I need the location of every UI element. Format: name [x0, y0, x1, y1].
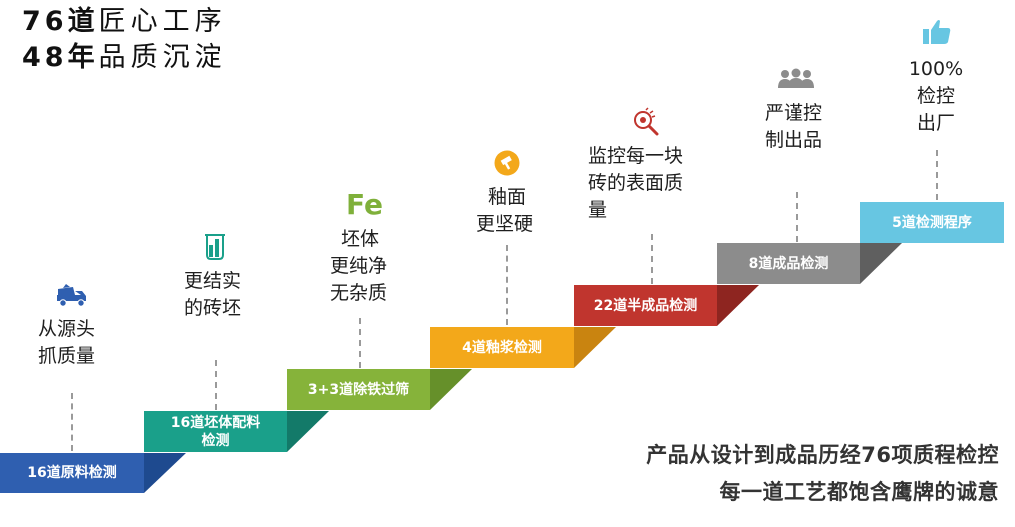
header-title-line-2: 48年品质沉淀 [22, 42, 227, 74]
step-5-description: 监控每一块 砖的表面质 量 [588, 143, 683, 224]
step-7-label: 5道检测程序 [892, 214, 972, 231]
step-5-desc-line-3: 量 [588, 199, 608, 221]
step-2-bar [144, 411, 287, 452]
step-6-description: 严谨控 制出品 [765, 100, 822, 154]
step-4-desc-line-1: 釉面 [487, 186, 526, 208]
test-tube-icon [205, 234, 225, 260]
connector-5 [651, 234, 653, 284]
step-7-description: 100% 检控 出厂 [907, 56, 965, 137]
step-7-desc-line-1: 100% [908, 58, 964, 80]
step-7-bar [860, 202, 1004, 243]
connector-6 [796, 192, 798, 242]
people-icon [778, 68, 814, 88]
step-4-label: 4道釉浆检测 [462, 339, 542, 356]
step-3-desc-line-3: 无杂质 [330, 282, 388, 304]
step-3-bar [287, 369, 430, 410]
title-text-1: 匠心工序 [98, 6, 227, 37]
step-6-label: 8道成品检测 [748, 255, 829, 272]
step-4-description: 釉面 更坚硬 [476, 184, 538, 238]
step-1-description: 从源头 抓质量 [38, 316, 95, 370]
step-4-desc-line-2: 更坚硬 [476, 213, 534, 235]
title-number-76: 76 [22, 6, 68, 37]
step-1-bar [0, 453, 144, 493]
title-bold-dao: 道 [67, 6, 99, 37]
step-4-bar [430, 327, 574, 368]
step-5-bar [574, 285, 717, 326]
iron-symbol-fe: Fe [346, 188, 383, 221]
step-4-shadow [574, 327, 616, 368]
step-2-desc-line-1: 更结实 [184, 270, 242, 292]
step-6-shadow [860, 243, 902, 284]
title-number-48: 48 [22, 42, 68, 73]
step-5-shadow [717, 285, 759, 326]
header-title-line-1: 76道匠心工序 [22, 6, 227, 38]
step-1-label: 16道原料检测 [27, 465, 117, 481]
step-2-label-line-1: 16道坯体配料 [170, 414, 261, 431]
tagline-line-2: 每一道工艺都饱含鹰牌的诚意 [719, 480, 999, 504]
step-2-label: 16道坯体配料 检测 [144, 411, 287, 452]
connector-4 [506, 245, 508, 325]
step-6-desc-line-1: 严谨控 [765, 102, 823, 124]
step-2-description: 更结实 的砖坯 [184, 268, 241, 322]
step-2-desc-line-2: 的砖坯 [184, 297, 242, 319]
step-7-desc-line-2: 检控 [916, 85, 955, 107]
step-1-desc-line-1: 从源头 [38, 318, 96, 340]
connector-1 [71, 393, 73, 451]
step-5-desc-line-2: 砖的表面质 [588, 172, 684, 194]
connector-2 [215, 360, 217, 410]
step-2-shadow [287, 411, 329, 452]
step-3-desc-line-1: 坯体 [340, 228, 379, 250]
step-3-desc-line-2: 更纯净 [330, 255, 388, 277]
magnifier-icon [634, 107, 659, 136]
title-text-2: 品质沉淀 [98, 42, 227, 73]
truck-icon [57, 284, 86, 307]
step-5-desc-line-1: 监控每一块 [588, 145, 684, 167]
hammer-icon [494, 150, 520, 176]
title-bold-nian: 年 [67, 42, 99, 73]
tagline-line-1: 产品从设计到成品历经76项质程检控 [646, 443, 999, 467]
step-2-label-line-2: 检测 [201, 432, 230, 449]
step-5-label: 22道半成品检测 [593, 297, 698, 314]
step-3-description: 坯体 更纯净 无杂质 [330, 226, 390, 307]
step-7-desc-line-3: 出厂 [916, 112, 955, 134]
step-1-desc-line-2: 抓质量 [38, 345, 96, 367]
connector-7 [936, 150, 938, 200]
step-3-label: 3+3道除铁过筛 [307, 381, 410, 398]
step-3-shadow [430, 369, 472, 410]
thumbs-up-icon [923, 20, 951, 44]
connector-3 [359, 318, 361, 368]
step-6-desc-line-2: 制出品 [765, 129, 823, 151]
step-6-bar [717, 243, 860, 284]
step-1-shadow [144, 453, 186, 493]
